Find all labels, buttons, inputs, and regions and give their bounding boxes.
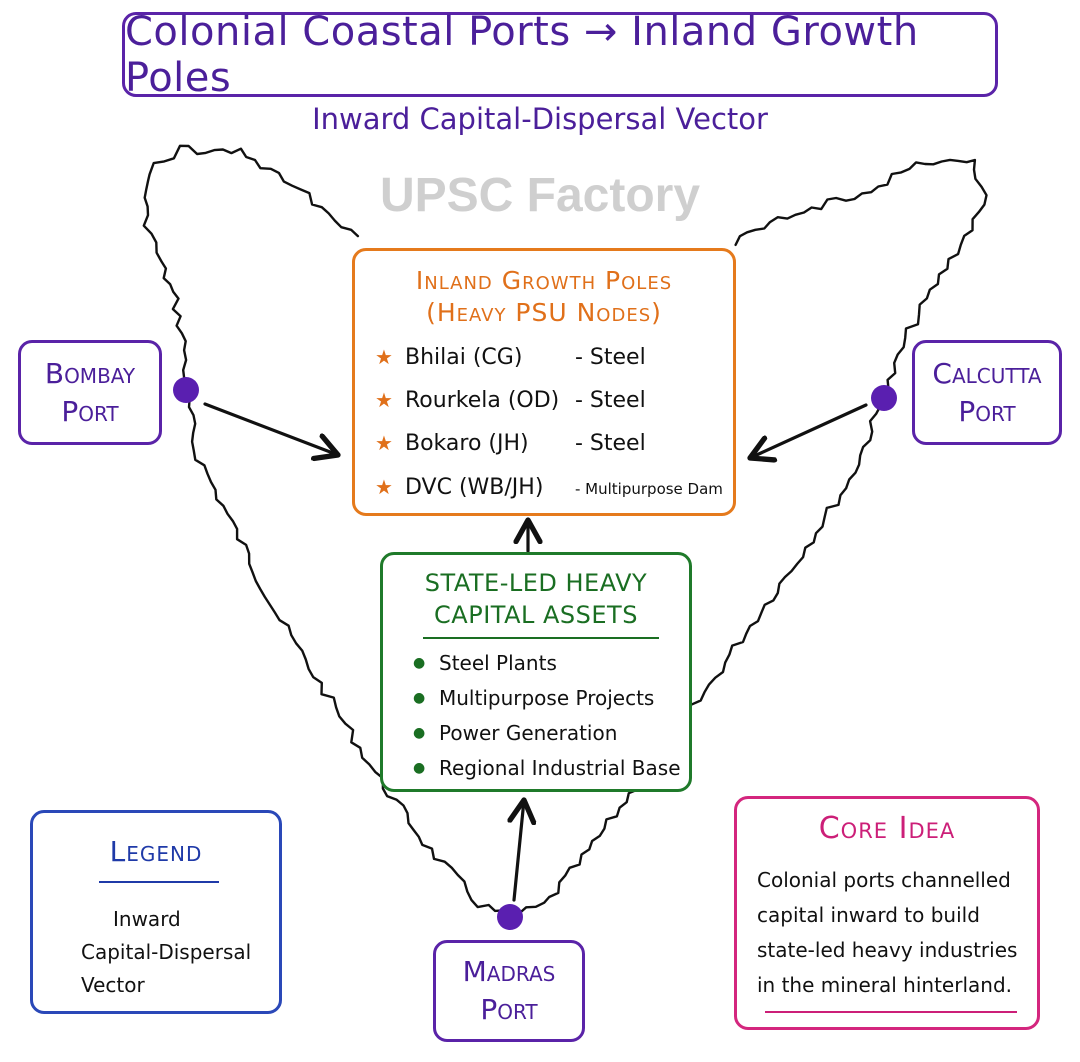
madras-port-label-line2: Port	[480, 993, 538, 1026]
star-icon: ★	[375, 431, 393, 455]
legend-underline	[99, 881, 219, 883]
core-idea-text: Colonial ports channelled capital inward…	[757, 863, 1033, 1003]
core-idea-line: state-led heavy industries	[757, 938, 1018, 962]
bullet-icon: ●	[413, 655, 426, 671]
arrow-bombay-to-poles	[203, 402, 338, 455]
calcutta-port-box: Calcutta Port	[912, 340, 1062, 445]
legend-line: Inward	[113, 907, 181, 931]
legend-heading: Legend	[109, 835, 203, 868]
asset-label: Regional Industrial Base	[439, 756, 681, 780]
core-idea-line: in the mineral hinterland.	[757, 973, 1012, 997]
watermark: UPSC Factory	[379, 169, 701, 222]
pole-name: Rourkela (OD)	[405, 388, 560, 413]
pole-name: DVC (WB/JH)	[405, 475, 544, 500]
pole-item: ★ Rourkela (OD) - Steel	[375, 388, 646, 413]
core-idea-underline	[765, 1011, 1017, 1013]
bombay-port-label-line1: Bombay	[44, 356, 136, 390]
capital-assets-heading: STATE-LED HEAVY CAPITAL ASSETS	[383, 567, 689, 631]
pole-name: Bhilai (CG)	[405, 345, 523, 370]
growth-poles-heading: Inland Growth Poles (Heavy PSU Nodes)	[355, 265, 733, 329]
pole-type: - Steel	[575, 431, 646, 456]
arrow-calcutta-to-poles	[750, 403, 868, 458]
capital-assets-box: STATE-LED HEAVY CAPITAL ASSETS ● Steel P…	[380, 552, 692, 792]
bullet-icon: ●	[413, 725, 426, 741]
madras-port-label-line1: Madras	[462, 955, 556, 988]
calcutta-port-label-line1: Calcutta	[932, 356, 1042, 390]
asset-label: Multipurpose Projects	[439, 686, 655, 710]
page-title: Colonial Coastal Ports → Inland Growth P…	[125, 8, 919, 101]
bombay-port-label-line2: Port	[61, 394, 119, 428]
pole-item: ★ Bokaro (JH) - Steel	[375, 431, 646, 456]
core-idea-heading: Core Idea	[818, 811, 956, 846]
bombay-port-dot-icon	[173, 377, 199, 403]
india-outline	[142, 144, 988, 917]
star-icon: ★	[375, 475, 393, 499]
core-idea-line: Colonial ports channelled	[757, 868, 1011, 892]
pole-name: Bokaro (JH)	[405, 431, 529, 456]
asset-item: ● Multipurpose Projects	[413, 686, 654, 710]
madras-port-box: Madras Port	[433, 940, 585, 1042]
asset-item: ● Steel Plants	[413, 651, 557, 675]
subtitle: Inward Capital-Dispersal Vector	[312, 102, 768, 136]
growth-poles-box: Inland Growth Poles (Heavy PSU Nodes) ★ …	[352, 248, 736, 516]
asset-item: ● Regional Industrial Base	[413, 756, 681, 780]
bombay-port-box: Bombay Port	[18, 340, 162, 445]
bullet-icon: ●	[413, 760, 426, 776]
bullet-icon: ●	[413, 690, 426, 706]
title-box: Colonial Coastal Ports → Inland Growth P…	[122, 9, 998, 101]
legend-box: Legend Inward Capital-Dispersal Vector	[30, 810, 282, 1014]
asset-item: ● Power Generation	[413, 721, 617, 745]
star-icon: ★	[375, 345, 393, 369]
star-icon: ★	[375, 388, 393, 412]
pole-type: - Multipurpose Dam	[575, 480, 723, 498]
pole-type: - Steel	[575, 345, 646, 370]
growth-poles-heading-line2: (Heavy PSU Nodes)	[426, 298, 662, 327]
arrow-madras-to-assets	[514, 800, 524, 902]
legend-line: Vector	[81, 973, 145, 997]
capital-assets-heading-line1: STATE-LED HEAVY	[424, 569, 648, 597]
capital-assets-heading-line2: CAPITAL ASSETS	[434, 601, 638, 629]
madras-port-dot-icon	[497, 904, 523, 930]
growth-poles-heading-line1: Inland Growth Poles	[415, 266, 673, 295]
pole-type: - Steel	[575, 388, 646, 413]
calcutta-port-dot-icon	[871, 385, 897, 411]
legend-item-label: Inward Capital-Dispersal Vector	[81, 903, 283, 1002]
core-idea-box: Core Idea Colonial ports channelled capi…	[734, 796, 1040, 1030]
pole-item: ★ Bhilai (CG) - Steel	[375, 345, 646, 370]
capital-assets-underline	[423, 637, 659, 639]
core-idea-line: capital inward to build	[757, 903, 980, 927]
pole-item: ★ DVC (WB/JH) - Multipurpose Dam	[375, 475, 723, 500]
legend-line: Capital-Dispersal	[81, 940, 252, 964]
asset-label: Power Generation	[439, 721, 618, 745]
calcutta-port-label-line2: Port	[958, 394, 1016, 428]
asset-label: Steel Plants	[439, 651, 557, 675]
